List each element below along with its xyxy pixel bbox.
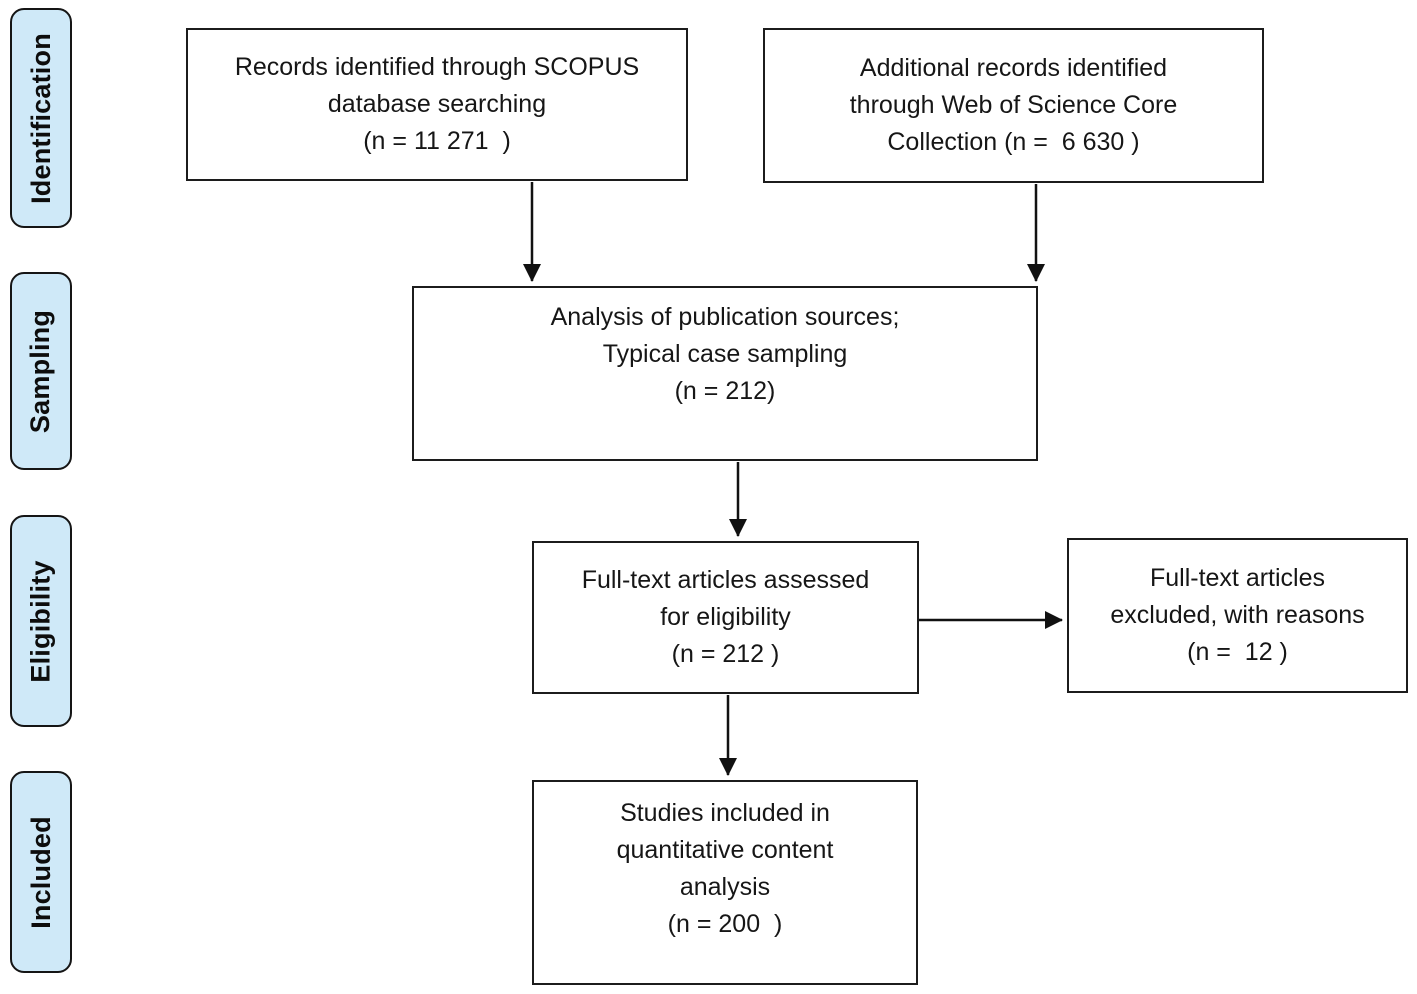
box-text-line: Records identified through SCOPUS xyxy=(234,53,640,81)
box-text-line: quantitative content xyxy=(616,835,834,864)
stage-label-sampling: Sampling xyxy=(10,272,72,470)
stage-label-text: Included xyxy=(25,815,56,929)
box-text-line: Additional records identified xyxy=(859,54,1168,82)
box-text-line: Analysis of publication sources; xyxy=(550,303,900,331)
box-fulltext-assessed: Full-text articles assessed for eligibil… xyxy=(532,541,919,694)
box-text-line: Collection (n = 6 630 ) xyxy=(887,128,1140,156)
box-records-web-of-science: Additional records identified through We… xyxy=(763,28,1264,183)
stage-label-included: Included xyxy=(10,771,72,973)
box-text-line: Studies included in xyxy=(620,798,830,827)
stage-label-identification: Identification xyxy=(10,8,72,228)
box-analysis-sampling: Analysis of publication sources; Typical… xyxy=(412,286,1038,461)
box-text-line: Typical case sampling xyxy=(602,340,848,368)
stage-label-text: Eligibility xyxy=(25,559,56,683)
box-text-line: analysis xyxy=(679,872,771,901)
box-text-line: (n = 212) xyxy=(674,377,776,405)
box-text-line: Full-text articles xyxy=(1149,564,1326,592)
stage-label-text: Identification xyxy=(25,32,56,204)
box-records-scopus: Records identified through SCOPUS databa… xyxy=(186,28,688,181)
stage-label-text: Sampling xyxy=(25,309,56,433)
box-text-line: (n = 11 271 ) xyxy=(363,127,511,155)
box-text-line: for eligibility xyxy=(660,603,791,631)
box-text-line: (n = 200 ) xyxy=(667,909,783,938)
box-studies-included: Studies included in quantitative content… xyxy=(532,780,918,985)
box-text-line: database searching xyxy=(327,90,547,118)
box-text-line: Full-text articles assessed xyxy=(581,566,870,594)
stage-label-eligibility: Eligibility xyxy=(10,515,72,727)
box-text-line: (n = 212 ) xyxy=(671,640,780,668)
box-text-line: excluded, with reasons xyxy=(1110,601,1365,629)
box-text-line: through Web of Science Core xyxy=(849,91,1178,119)
box-fulltext-excluded: Full-text articles excluded, with reason… xyxy=(1067,538,1408,693)
box-text-line: (n = 12 ) xyxy=(1187,638,1288,666)
